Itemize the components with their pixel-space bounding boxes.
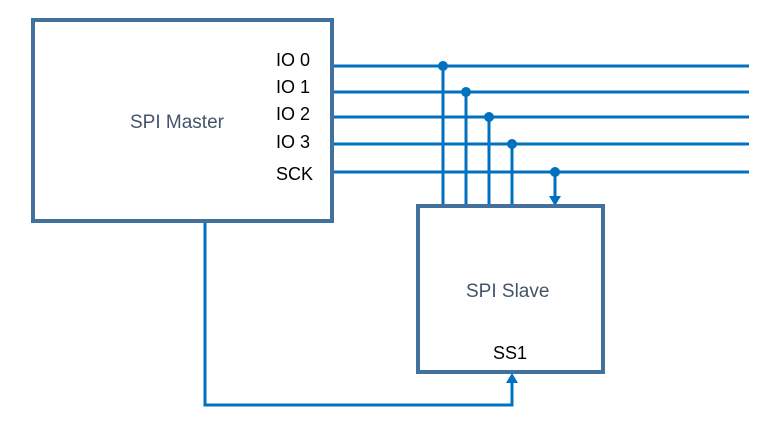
junction-io2 bbox=[484, 112, 494, 122]
pin-label-sck: SCK bbox=[276, 164, 313, 184]
junction-sck bbox=[550, 167, 560, 177]
pin-label-io1: IO 1 bbox=[276, 77, 310, 97]
bus-wires bbox=[332, 64, 749, 174]
junction-dots bbox=[438, 61, 560, 177]
spi-slave-title: SPI Slave bbox=[466, 281, 549, 302]
pin-label-io2: IO 2 bbox=[276, 104, 310, 124]
spi-master: SPI Master IO 0 IO 1 IO 2 IO 3 SCK bbox=[31, 18, 334, 223]
spi-master-title: SPI Master bbox=[130, 112, 225, 133]
junction-io0 bbox=[438, 61, 448, 71]
spi-slave: SPI Slave SS1 bbox=[416, 204, 605, 374]
sck-arrowhead bbox=[549, 196, 561, 206]
slave-select-label: SS1 bbox=[493, 343, 527, 363]
ss1-arrowhead bbox=[506, 373, 518, 383]
pin-label-io0: IO 0 bbox=[276, 50, 310, 70]
pin-label-io3: IO 3 bbox=[276, 132, 310, 152]
spi-master-box bbox=[31, 18, 334, 223]
ss1-wire bbox=[203, 221, 514, 407]
junction-io1 bbox=[461, 87, 471, 97]
junction-io3 bbox=[507, 139, 517, 149]
spi-slave-box bbox=[416, 204, 605, 374]
slave-drops bbox=[441, 66, 557, 206]
